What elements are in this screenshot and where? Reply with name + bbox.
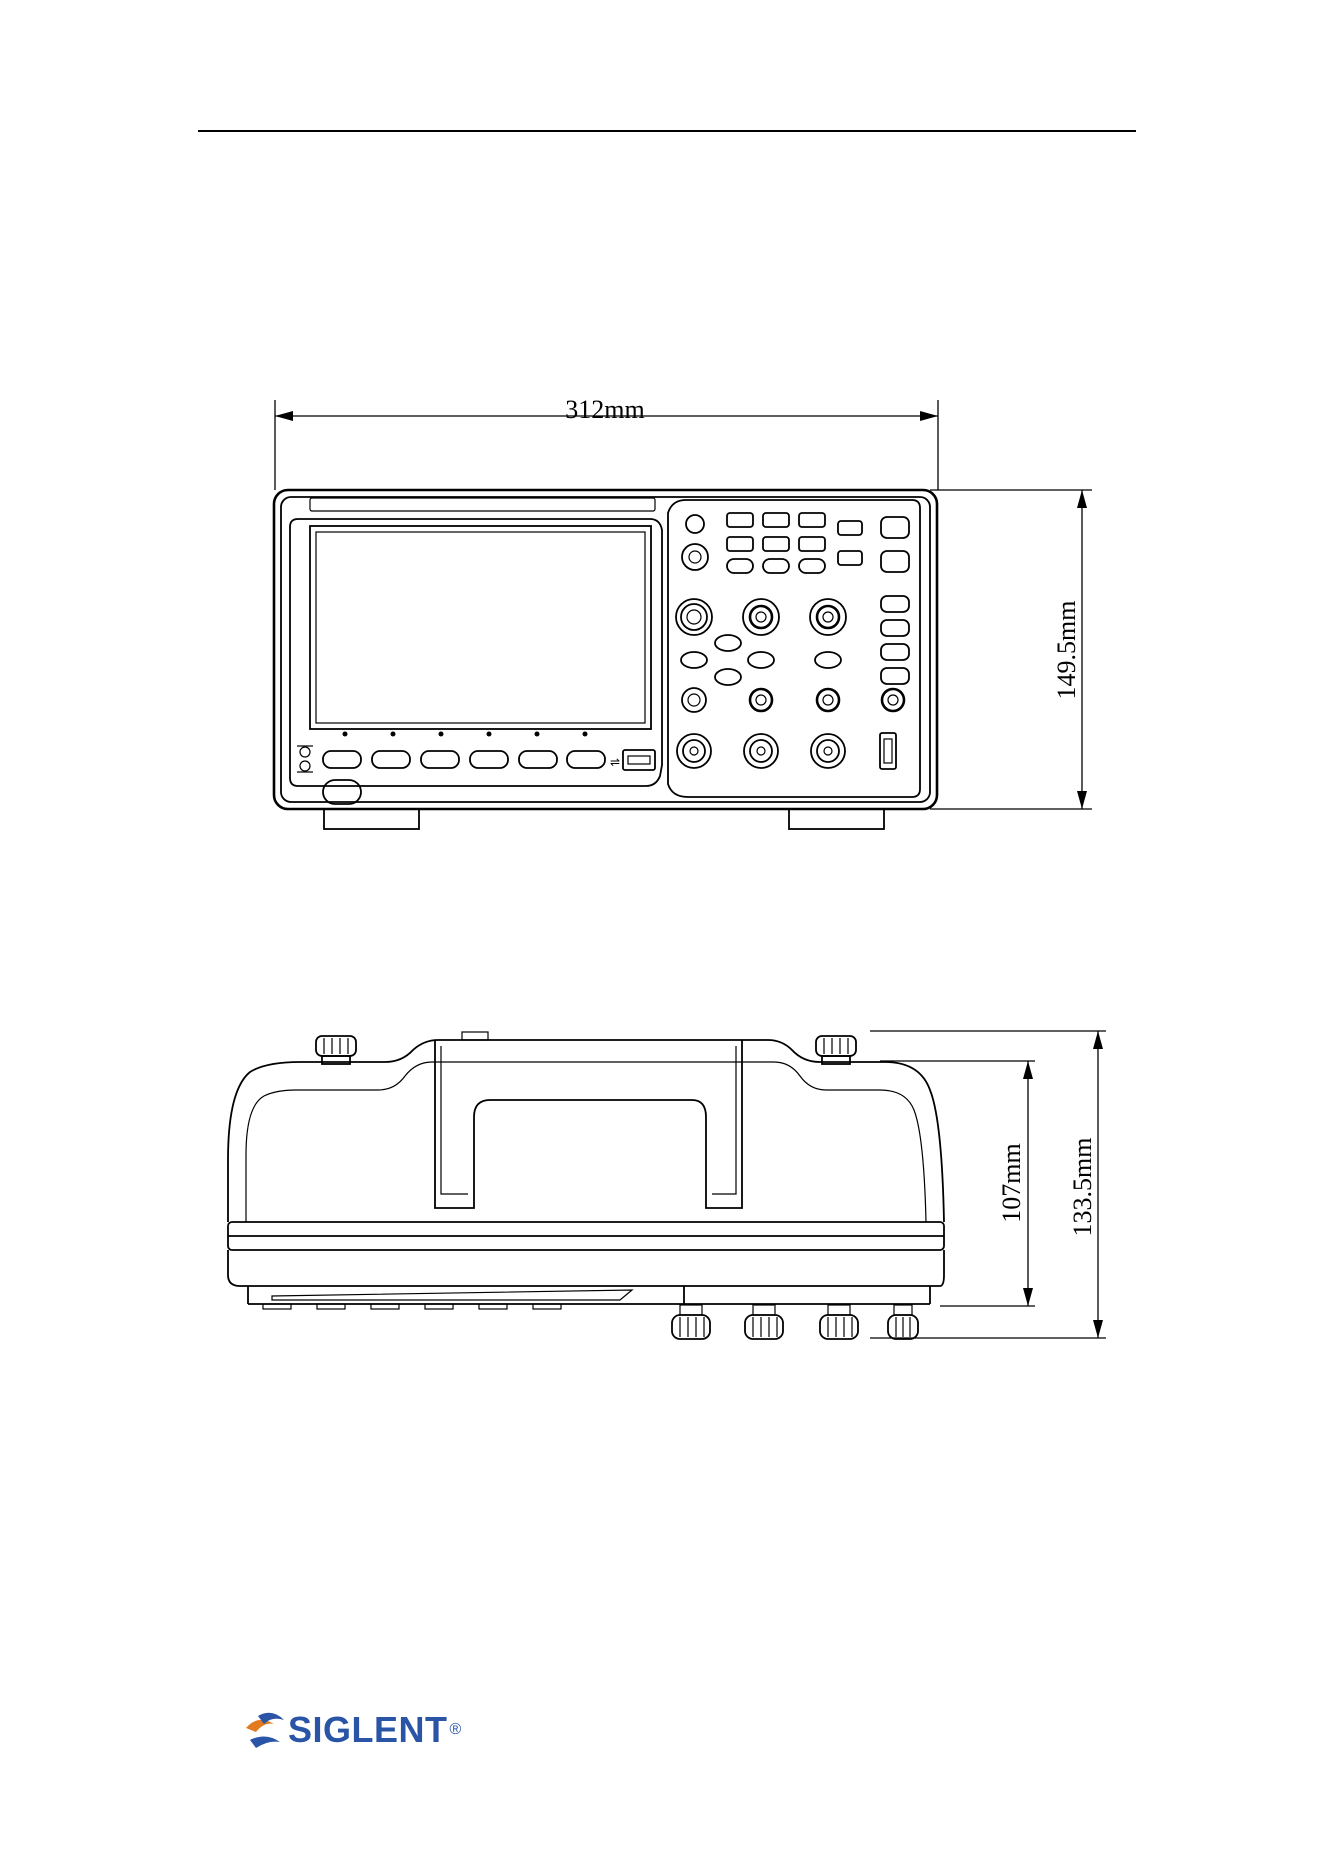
softkey-button <box>372 751 410 768</box>
function-button <box>763 513 789 527</box>
function-button <box>838 551 862 565</box>
function-button <box>799 559 825 573</box>
intensity-knob <box>686 515 704 533</box>
bnc-connector <box>677 734 711 768</box>
function-button <box>763 559 789 573</box>
softkey-button <box>421 751 459 768</box>
front-foot-left <box>324 809 419 829</box>
softkey-button <box>519 751 557 768</box>
side-upper-housing <box>228 1040 944 1222</box>
side-bottom-knob <box>820 1305 858 1339</box>
softkey-button <box>323 751 361 768</box>
channel-button <box>815 652 841 668</box>
width-label: 312mm <box>565 395 644 424</box>
trigger-button <box>881 596 909 612</box>
trigger-button <box>881 644 909 660</box>
carry-handle <box>435 1032 742 1208</box>
usb-icon: ⇌ <box>610 755 620 769</box>
softkey-button <box>470 751 508 768</box>
position-knob <box>750 689 772 711</box>
softkey-row <box>323 751 605 768</box>
registered-mark: ® <box>450 1721 462 1739</box>
usb-host-port: ⇌ <box>610 750 655 770</box>
brand-name: SIGLENT <box>288 1709 448 1751</box>
auto-button <box>881 551 909 572</box>
vertical-scale-knob <box>810 599 846 635</box>
bnc-connector <box>811 734 845 768</box>
function-button <box>727 559 753 573</box>
side-upper-housing-inner <box>246 1062 926 1222</box>
side-bottom-knob <box>745 1305 783 1339</box>
body-height-dimension: 107mm <box>880 1061 1035 1306</box>
softkey-dots <box>343 732 588 737</box>
function-button <box>727 513 753 527</box>
total-height-label: 133.5mm <box>1068 1138 1097 1237</box>
lcd-screen <box>310 526 651 729</box>
side-bottom-knob <box>888 1305 918 1339</box>
channel-button <box>681 652 707 668</box>
side-top-knob-left <box>316 1036 356 1064</box>
softkey-button <box>567 751 605 768</box>
universal-knob <box>682 544 708 570</box>
run-stop-button <box>881 517 909 538</box>
bnc-connector-row <box>677 734 845 768</box>
trigger-button <box>881 668 909 684</box>
screen-bezel <box>290 519 662 786</box>
trigger-level-knob <box>882 689 904 711</box>
front-inner-frame <box>281 497 930 802</box>
function-button-grid <box>727 513 909 573</box>
channel-button <box>715 669 741 685</box>
width-dimension: 312mm <box>275 395 938 490</box>
probe-compensation-terminal <box>297 746 313 772</box>
function-button <box>799 537 825 551</box>
trigger-button <box>881 620 909 636</box>
side-top-knob-right <box>816 1036 856 1064</box>
function-button <box>799 513 825 527</box>
function-button <box>763 537 789 551</box>
channel-button <box>748 652 774 668</box>
top-vent-slot <box>310 498 655 511</box>
side-bottom-knob <box>672 1305 710 1339</box>
large-knob-row <box>676 599 846 635</box>
body-height-label: 107mm <box>997 1143 1026 1222</box>
side-lower-housing <box>228 1250 944 1286</box>
siglent-logo: SIGLENT ® <box>242 1706 461 1754</box>
position-knob <box>817 689 839 711</box>
power-button <box>323 780 361 804</box>
usb-device-slot <box>880 733 896 769</box>
channel-oval-buttons <box>681 635 841 685</box>
function-button <box>838 521 862 535</box>
trigger-button-column <box>881 596 909 684</box>
lcd-screen-inner <box>316 532 645 723</box>
side-bottom-knobs <box>672 1305 918 1339</box>
total-height-dimension: 133.5mm <box>870 1031 1106 1338</box>
channel-button <box>715 635 741 651</box>
side-view: 107mm 133.5mm <box>228 1031 1106 1339</box>
bnc-connector <box>744 734 778 768</box>
small-knob-row <box>682 688 904 712</box>
height-dimension: 149.5mm <box>930 490 1092 809</box>
function-button <box>727 537 753 551</box>
height-label: 149.5mm <box>1052 601 1081 700</box>
vertical-scale-knob <box>743 599 779 635</box>
front-foot-right <box>789 809 884 829</box>
front-view: 312mm 149.5mm <box>274 395 1092 829</box>
position-knob <box>682 688 706 712</box>
